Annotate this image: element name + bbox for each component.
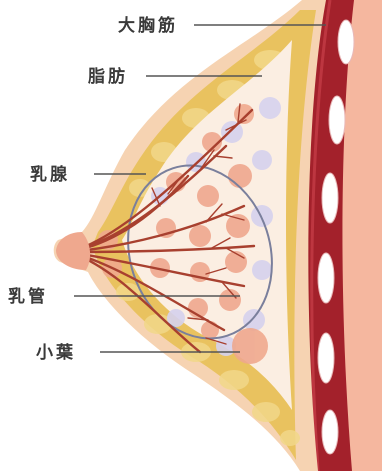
rib bbox=[329, 96, 345, 144]
rib bbox=[338, 20, 354, 64]
rib bbox=[318, 333, 334, 383]
rib bbox=[322, 410, 338, 454]
rib bbox=[322, 173, 338, 223]
rib bbox=[318, 253, 334, 303]
lobule-label: 小葉 bbox=[36, 342, 76, 363]
milk-duct-label: 乳管 bbox=[8, 286, 48, 307]
mammary-gland-label: 乳腺 bbox=[30, 164, 70, 185]
fat-label: 脂肪 bbox=[88, 66, 128, 87]
pectoralis-label: 大胸筋 bbox=[118, 15, 178, 36]
nipple bbox=[56, 232, 90, 270]
